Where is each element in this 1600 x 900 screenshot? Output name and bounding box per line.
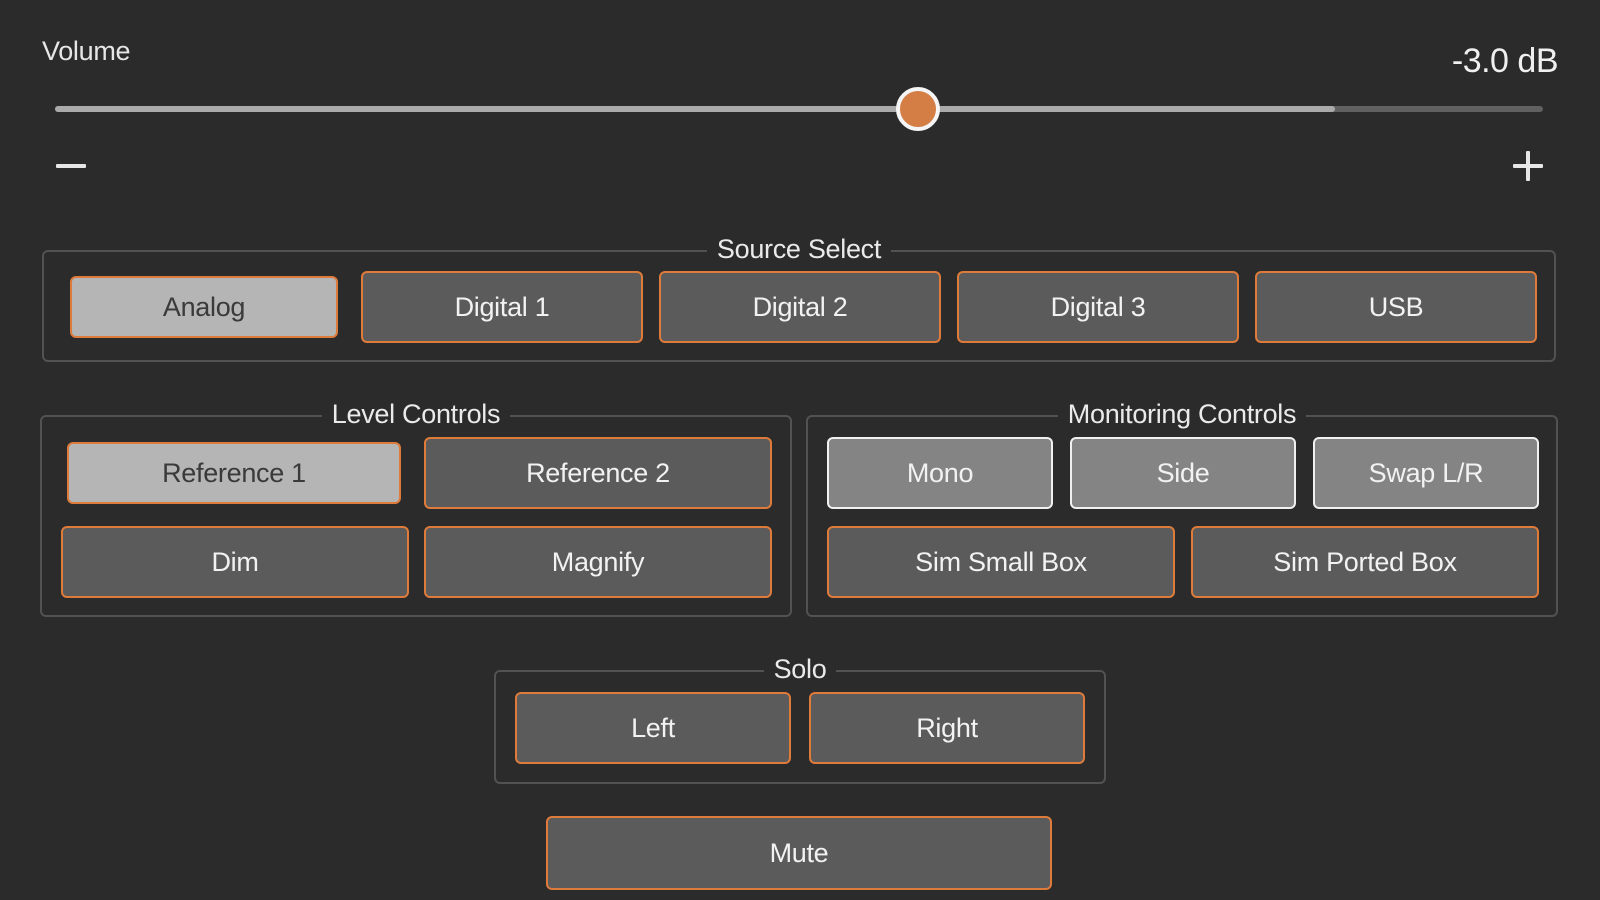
volume-slider[interactable] bbox=[55, 87, 1543, 132]
magnify-button[interactable]: Magnify bbox=[424, 526, 772, 598]
source-digital-1-button[interactable]: Digital 1 bbox=[361, 271, 643, 343]
source-select-title-text: Source Select bbox=[706, 234, 892, 264]
source-select-title: Source Select bbox=[44, 232, 1554, 266]
level-controls-title-text: Level Controls bbox=[321, 399, 511, 429]
side-button[interactable]: Side bbox=[1070, 437, 1296, 509]
level-controls-title: Level Controls bbox=[42, 397, 790, 431]
sim-small-box-button[interactable]: Sim Small Box bbox=[827, 526, 1175, 598]
solo-group: Solo Left Right bbox=[494, 654, 1106, 784]
level-controls-group: Level Controls Reference 1 Reference 2 D… bbox=[40, 399, 792, 617]
source-usb-button[interactable]: USB bbox=[1255, 271, 1537, 343]
solo-title: Solo bbox=[496, 652, 1104, 686]
monitoring-controls-group: Monitoring Controls Mono Side Swap L/R S… bbox=[806, 399, 1558, 617]
volume-label: Volume bbox=[42, 36, 131, 66]
minus-icon[interactable] bbox=[56, 164, 86, 168]
solo-right-button[interactable]: Right bbox=[809, 692, 1085, 764]
reference-1-button[interactable]: Reference 1 bbox=[67, 442, 401, 504]
plus-icon[interactable] bbox=[1513, 151, 1543, 181]
dim-button[interactable]: Dim bbox=[61, 526, 409, 598]
volume-value: -3.0 dB bbox=[1451, 42, 1559, 80]
swap-lr-button[interactable]: Swap L/R bbox=[1313, 437, 1539, 509]
source-digital-3-button[interactable]: Digital 3 bbox=[957, 271, 1239, 343]
mute-button[interactable]: Mute bbox=[546, 816, 1052, 890]
reference-2-button[interactable]: Reference 2 bbox=[424, 437, 772, 509]
solo-title-text: Solo bbox=[763, 654, 837, 684]
plus-icon-vertical bbox=[1526, 151, 1530, 181]
monitoring-controls-title: Monitoring Controls bbox=[808, 397, 1556, 431]
volume-slider-fill bbox=[55, 106, 1335, 112]
sim-ported-box-button[interactable]: Sim Ported Box bbox=[1191, 526, 1539, 598]
source-select-group: Source Select Analog Digital 1 Digital 2… bbox=[42, 234, 1556, 362]
source-analog-button[interactable]: Analog bbox=[70, 276, 338, 338]
solo-left-button[interactable]: Left bbox=[515, 692, 791, 764]
mono-button[interactable]: Mono bbox=[827, 437, 1053, 509]
volume-slider-thumb[interactable] bbox=[896, 87, 941, 131]
monitoring-controls-title-text: Monitoring Controls bbox=[1057, 399, 1307, 429]
source-digital-2-button[interactable]: Digital 2 bbox=[659, 271, 941, 343]
